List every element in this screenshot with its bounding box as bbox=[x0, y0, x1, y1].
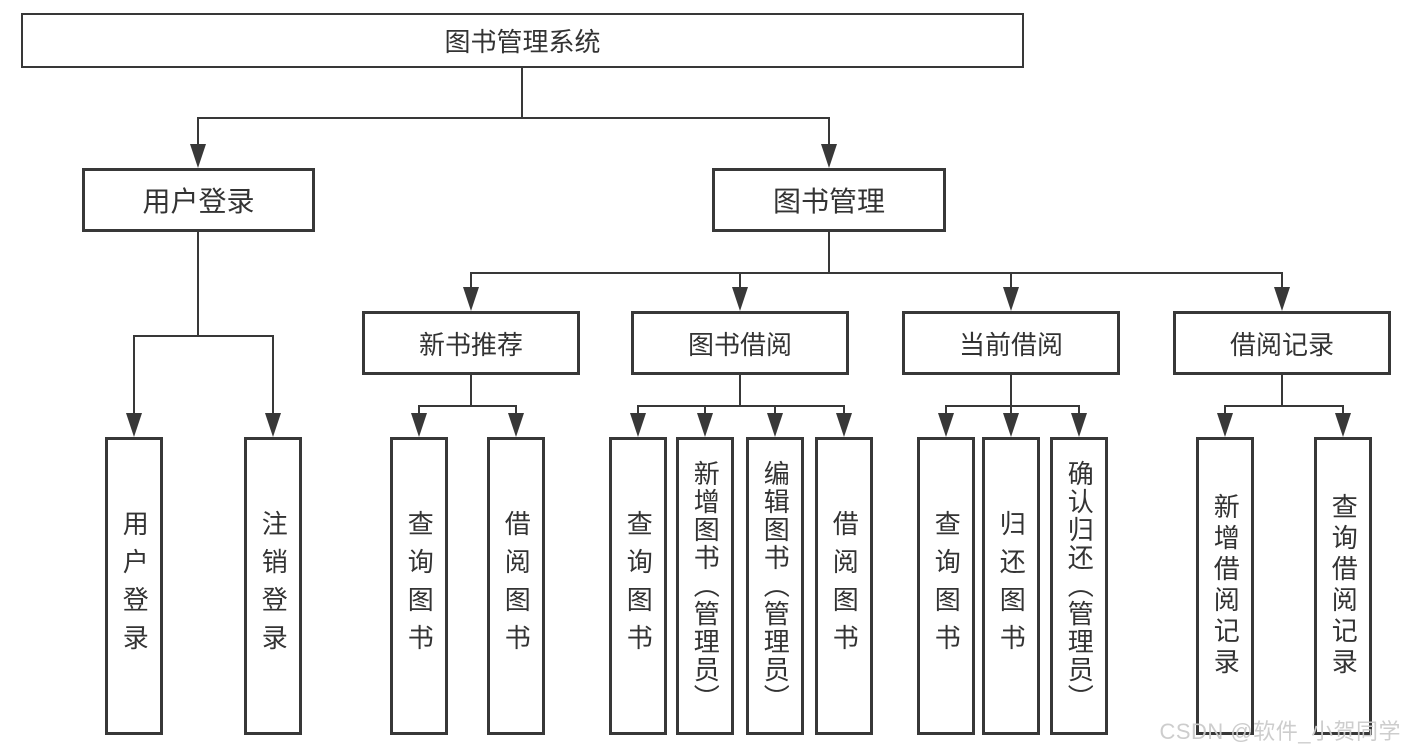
connector-line bbox=[1224, 405, 1226, 415]
leaf-borrow-edit-books-admin: 编辑图书（管理员） bbox=[746, 437, 804, 735]
connector-line bbox=[1342, 405, 1344, 415]
connector-line bbox=[828, 117, 830, 147]
arrow-down-icon bbox=[836, 413, 852, 437]
leaf-records-query-borrow-record: 查询借阅记录 bbox=[1314, 437, 1372, 735]
leaf-label: 查询图书 bbox=[931, 510, 962, 662]
connector-line bbox=[418, 405, 420, 415]
arrow-down-icon bbox=[1071, 413, 1087, 437]
connector-line bbox=[739, 272, 741, 290]
arrow-down-icon bbox=[1003, 287, 1019, 311]
leaf-label: 借阅图书 bbox=[829, 510, 860, 662]
connector-line bbox=[133, 335, 135, 415]
connector-line bbox=[1281, 272, 1283, 290]
connector-line bbox=[272, 335, 274, 415]
arrow-down-icon bbox=[1217, 413, 1233, 437]
connector-line bbox=[470, 375, 472, 405]
connector-line bbox=[197, 117, 830, 119]
connector-line bbox=[521, 68, 523, 117]
leaf-user-login: 用户登录 bbox=[105, 437, 163, 735]
leaf-borrow-query-books: 查询图书 bbox=[609, 437, 667, 735]
leaf-label: 借阅图书 bbox=[501, 510, 532, 662]
connector-line bbox=[470, 272, 472, 290]
leaf-recommend-query-books: 查询图书 bbox=[390, 437, 448, 735]
connector-line bbox=[1010, 272, 1012, 290]
leaf-label: 查询图书 bbox=[404, 510, 435, 662]
node-book-management: 图书管理 bbox=[712, 168, 946, 232]
node-current-borrowing: 当前借阅 bbox=[902, 311, 1120, 375]
connector-line bbox=[843, 405, 845, 415]
connector-line bbox=[945, 405, 947, 415]
connector-line bbox=[197, 232, 199, 335]
node-label: 图书管理系统 bbox=[444, 27, 601, 57]
connector-line bbox=[1078, 405, 1080, 415]
node-label: 借阅记录 bbox=[1229, 329, 1334, 360]
leaf-borrow-borrow-books: 借阅图书 bbox=[815, 437, 873, 735]
leaf-logout-login: 注销登录 bbox=[244, 437, 302, 735]
leaf-recommend-borrow-books: 借阅图书 bbox=[487, 437, 545, 735]
csdn-watermark: CSDN @软件_小贺同学 bbox=[1159, 719, 1401, 744]
arrow-down-icon bbox=[821, 144, 837, 168]
leaf-label: 新增图书（管理员） bbox=[690, 460, 721, 712]
connector-line bbox=[133, 335, 274, 337]
connector-line bbox=[637, 405, 639, 415]
arrow-down-icon bbox=[265, 413, 281, 437]
node-user-login: 用户登录 bbox=[82, 168, 315, 232]
leaf-label: 注销登录 bbox=[258, 510, 289, 662]
connector-line bbox=[418, 405, 517, 407]
connector-line bbox=[704, 405, 706, 415]
node-label: 新书推荐 bbox=[418, 329, 523, 360]
connector-line bbox=[515, 405, 517, 415]
arrow-down-icon bbox=[732, 287, 748, 311]
leaf-label: 用户登录 bbox=[119, 510, 150, 662]
arrow-down-icon bbox=[767, 413, 783, 437]
connector-line bbox=[945, 405, 1080, 407]
arrow-down-icon bbox=[126, 413, 142, 437]
node-label: 图书管理 bbox=[772, 186, 885, 217]
connector-line bbox=[828, 232, 830, 272]
node-book-borrowing: 图书借阅 bbox=[631, 311, 849, 375]
leaf-label: 查询图书 bbox=[623, 510, 654, 662]
arrow-down-icon bbox=[190, 144, 206, 168]
arrow-down-icon bbox=[1003, 413, 1019, 437]
connector-line bbox=[470, 272, 1283, 274]
node-label: 当前借阅 bbox=[958, 329, 1063, 360]
leaf-label: 编辑图书（管理员） bbox=[760, 460, 791, 712]
arrow-down-icon bbox=[411, 413, 427, 437]
node-label: 图书借阅 bbox=[687, 329, 792, 360]
arrow-down-icon bbox=[938, 413, 954, 437]
connector-line bbox=[1010, 375, 1012, 405]
connector-line bbox=[1281, 375, 1283, 405]
leaf-current-return-books: 归还图书 bbox=[982, 437, 1040, 735]
connector-line bbox=[637, 405, 845, 407]
connector-line bbox=[1224, 405, 1343, 407]
arrow-down-icon bbox=[1335, 413, 1351, 437]
leaf-label: 查询借阅记录 bbox=[1328, 493, 1359, 679]
node-library-management-system: 图书管理系统 bbox=[21, 13, 1024, 68]
connector-line bbox=[739, 375, 741, 405]
leaf-borrow-add-books-admin: 新增图书（管理员） bbox=[676, 437, 734, 735]
node-borrowing-records: 借阅记录 bbox=[1173, 311, 1391, 375]
node-new-book-recommendation: 新书推荐 bbox=[362, 311, 580, 375]
arrow-down-icon bbox=[630, 413, 646, 437]
leaf-label: 新增借阅记录 bbox=[1210, 493, 1241, 679]
connector-line bbox=[1010, 405, 1012, 415]
arrow-down-icon bbox=[697, 413, 713, 437]
connector-line bbox=[774, 405, 776, 415]
leaf-label: 归还图书 bbox=[996, 510, 1027, 662]
arrow-down-icon bbox=[1274, 287, 1290, 311]
node-label: 用户登录 bbox=[142, 186, 255, 217]
leaf-current-confirm-return-admin: 确认归还（管理员） bbox=[1050, 437, 1108, 735]
arrow-down-icon bbox=[463, 287, 479, 311]
leaf-records-add-borrow-record: 新增借阅记录 bbox=[1196, 437, 1254, 735]
leaf-current-query-books: 查询图书 bbox=[917, 437, 975, 735]
connector-line bbox=[197, 117, 199, 147]
arrow-down-icon bbox=[508, 413, 524, 437]
leaf-label: 确认归还（管理员） bbox=[1064, 460, 1095, 712]
